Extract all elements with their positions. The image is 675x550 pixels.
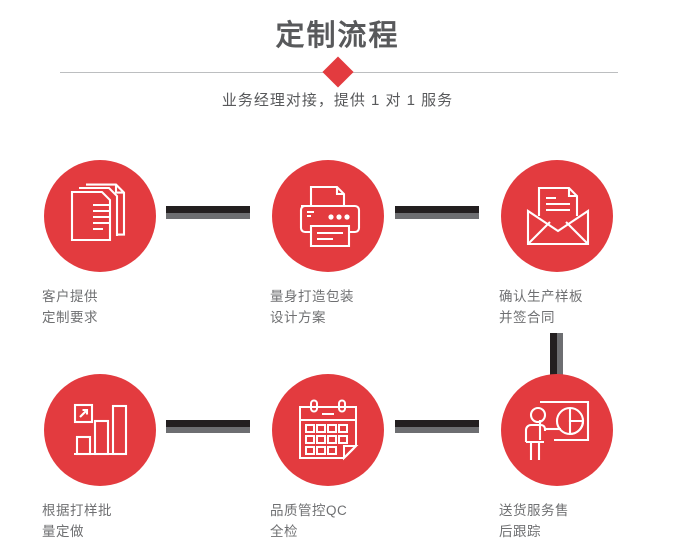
connector-bar-dark	[395, 420, 479, 427]
connector-step1-step2	[166, 206, 250, 219]
step-1-icon-circle	[44, 160, 156, 272]
connector-bar-dark	[166, 420, 250, 427]
step-2-line-2: 设计方案	[270, 310, 326, 325]
step-5-line-2: 全检	[270, 524, 298, 539]
connector-bar-dark	[166, 206, 250, 213]
flow-step-2[interactable]: 量身打造包装 设计方案	[248, 160, 408, 328]
connector-bar-gray	[166, 427, 250, 433]
connector-bar-dark	[550, 333, 557, 375]
bar-chart-growth-icon	[69, 399, 131, 461]
step-3-line-2: 并签合同	[499, 310, 555, 325]
step-1-caption: 客户提供 定制要求	[20, 286, 180, 328]
step-2-line-1: 量身打造包装	[270, 289, 354, 304]
connector-bar-gray	[395, 213, 479, 219]
envelope-letter-icon	[524, 185, 590, 247]
documents-stack-icon	[69, 183, 131, 249]
step-2-caption: 量身打造包装 设计方案	[248, 286, 408, 328]
step-2-icon-circle	[272, 160, 384, 272]
step-4-caption: 根据打样批 量定做	[20, 500, 180, 542]
connector-step5-step6	[395, 420, 479, 433]
step-5-line-1: 品质管控QC	[270, 503, 348, 518]
connector-bar-dark	[395, 206, 479, 213]
page-subtitle: 业务经理对接，提供 1 对 1 服务	[221, 92, 454, 109]
connector-step4-step5	[166, 420, 250, 433]
flow-step-5[interactable]: 品质管控QC 全检	[248, 374, 408, 542]
connector-bar-gray	[395, 427, 479, 433]
step-4-line-1: 根据打样批	[42, 503, 112, 518]
diamond-ornament-icon	[322, 56, 354, 88]
step-1-line-2: 定制要求	[42, 310, 98, 325]
step-3-caption: 确认生产样板 并签合同	[477, 286, 637, 328]
step-4-icon-circle	[44, 374, 156, 486]
step-3-icon-circle	[501, 160, 613, 272]
step-6-line-2: 后跟踪	[499, 524, 541, 539]
step-6-caption: 送货服务售 后跟踪	[477, 500, 637, 542]
page-title: 定制流程	[275, 20, 400, 52]
step-4-line-2: 量定做	[42, 524, 84, 539]
calendar-icon-glyph	[296, 399, 360, 461]
flow-step-4[interactable]: 根据打样批 量定做	[20, 374, 180, 542]
step-5-caption: 品质管控QC 全检	[248, 500, 408, 542]
connector-bar-gray	[166, 213, 250, 219]
calendar-icon	[272, 374, 384, 486]
connector-step2-step3	[395, 206, 479, 219]
flow-step-1[interactable]: 客户提供 定制要求	[20, 160, 180, 328]
flow-step-3[interactable]: 确认生产样板 并签合同	[477, 160, 637, 328]
step-1-line-1: 客户提供	[42, 289, 98, 304]
printer-icon	[295, 184, 361, 248]
step-6-icon-circle	[501, 374, 613, 486]
presenter-pie-chart-icon	[524, 398, 590, 462]
step-6-line-1: 送货服务售	[499, 503, 569, 518]
connector-step3-step6	[550, 333, 563, 375]
connector-bar-gray	[557, 333, 563, 375]
step-3-line-1: 确认生产样板	[499, 289, 583, 304]
flow-step-6[interactable]: 送货服务售 后跟踪	[477, 374, 637, 542]
